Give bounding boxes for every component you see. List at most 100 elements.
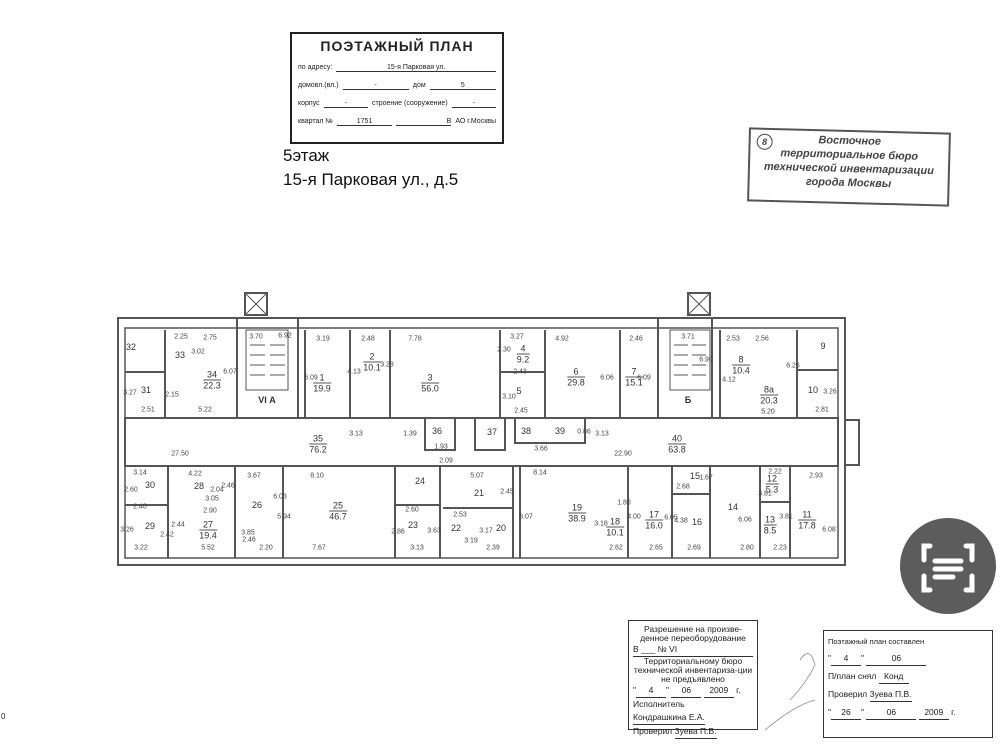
- dimension-label: 1.39: [403, 430, 417, 438]
- compiled-date2: "26" 06 2009 г.: [828, 706, 988, 720]
- room-label: 28: [193, 481, 205, 491]
- permit-box: Разрешение на произве-денное переоборудо…: [628, 620, 758, 739]
- dimension-label: 7.78: [408, 335, 422, 343]
- dimension-label: 3.70: [249, 333, 263, 341]
- dimension-label: 2.48: [361, 335, 375, 343]
- dimension-label: 1.93: [434, 443, 448, 451]
- room-label: 37: [486, 427, 498, 437]
- dimension-label: 3.17: [479, 527, 493, 535]
- dimension-label: 3.26: [120, 526, 134, 534]
- dimension-label: 2.65: [649, 544, 663, 552]
- title-box: ПОЭТАЖНЫЙ ПЛАН по адресу:15-я Парковая у…: [290, 32, 504, 144]
- domovl-value: -: [342, 82, 409, 90]
- scan-document-button[interactable]: [900, 518, 996, 614]
- dimension-label: 2.45: [514, 407, 528, 415]
- dimension-label: 2.22: [768, 468, 782, 476]
- dimension-label: 1.67: [699, 474, 713, 482]
- korpus-value: -: [323, 100, 368, 108]
- room-label: 21: [473, 488, 485, 498]
- room-label: 39: [554, 426, 566, 436]
- dimension-label: 2.53: [726, 335, 740, 343]
- compiled-box: Поэтажный план составлен "4" 06 П/план с…: [823, 630, 993, 738]
- dimension-label: 2.86: [391, 528, 405, 536]
- room-label: 24: [414, 476, 426, 486]
- dimension-label: 3.71: [681, 333, 695, 341]
- dimension-label: 3.27: [123, 389, 137, 397]
- permit-checked: Проверил Зуева П.В.: [633, 725, 753, 739]
- compiled-heading: Поэтажный план составлен: [828, 637, 925, 646]
- title-heading: ПОЭТАЖНЫЙ ПЛАН: [320, 38, 474, 54]
- dimension-label: 6.26: [786, 362, 800, 370]
- permit-line-b: В ___ № VI: [633, 643, 753, 657]
- dimension-label: 2.62: [609, 544, 623, 552]
- room-label: 29: [144, 521, 156, 531]
- dimension-label: 3.18: [594, 520, 608, 528]
- dimension-label: 2.51: [141, 406, 155, 414]
- dimension-label: 3.14: [133, 469, 147, 477]
- room-label: 38: [520, 426, 532, 436]
- dimension-label: 27.50: [171, 450, 189, 458]
- stroenie-label: строение (сооружение): [371, 100, 448, 107]
- room-label: 16: [691, 517, 703, 527]
- floor-address: 15-я Парковая ул., д.5: [283, 170, 459, 189]
- dimension-label: 22.90: [614, 450, 632, 458]
- room-label: 30: [144, 480, 156, 490]
- dimension-label: 3.63: [427, 527, 441, 535]
- room-label: 23: [407, 520, 419, 530]
- stairwell-label: VI А: [258, 395, 276, 405]
- dimension-label: 6.07: [519, 513, 533, 521]
- dimension-label: 3.81: [779, 513, 793, 521]
- domovl-label: домовл.(вл.): [298, 82, 339, 89]
- permit-heading: Разрешение на произве-денное переоборудо…: [640, 624, 746, 643]
- stairwell-label: Б: [684, 395, 692, 405]
- dimension-label: 2.93: [809, 472, 823, 480]
- korpus-label: корпус: [298, 100, 320, 107]
- dimension-label: 2.46: [629, 335, 643, 343]
- dimension-label: 3.10: [502, 393, 516, 401]
- dimension-label: 2.68: [676, 483, 690, 491]
- dimension-label: 7.67: [312, 544, 326, 552]
- dimension-label: 2.25: [174, 333, 188, 341]
- dimension-label: 6.05: [664, 514, 678, 522]
- dimension-label: 2.30: [497, 346, 511, 354]
- dimension-label: 6.07: [223, 368, 237, 376]
- compiled-checked: Проверил Зуева П.В.: [828, 688, 988, 702]
- dimension-label: 2.23: [773, 544, 787, 552]
- room-label: 5: [516, 386, 522, 396]
- room-label: 33: [174, 350, 186, 360]
- dimension-label: 4.92: [555, 335, 569, 343]
- room-label: 22: [450, 523, 462, 533]
- dimension-label: 2.81: [815, 406, 829, 414]
- dimension-label: 3.13: [349, 430, 363, 438]
- dimension-label: 2.09: [439, 457, 453, 465]
- dimension-label: 3.66: [534, 445, 548, 453]
- kvartal-label: квартал №: [298, 118, 333, 125]
- dimension-label: 5.22: [198, 406, 212, 414]
- dimension-label: 1.80: [617, 499, 631, 507]
- dimension-label: 2.69: [687, 544, 701, 552]
- dimension-label: 2.80: [740, 544, 754, 552]
- address-label: по адресу:: [298, 64, 333, 71]
- okrug-label: АО г.Москвы: [455, 118, 497, 125]
- compiled-date: "4" 06: [828, 652, 988, 666]
- dimension-label: 5.20: [761, 408, 775, 416]
- dimension-label: 2.40: [133, 503, 147, 511]
- dimension-label: 4.00: [627, 513, 641, 521]
- signature: [764, 653, 816, 731]
- dimension-label: 3.28: [380, 361, 394, 369]
- dimension-label: 2.43: [513, 368, 527, 376]
- permit-executor: Исполнитель Кондрашкина Е.А.: [633, 698, 753, 725]
- dimension-label: 2.04: [210, 486, 224, 494]
- scan-text-icon: [921, 543, 975, 593]
- dimension-label: 2.46: [221, 482, 235, 490]
- dimension-label: 2.46: [242, 536, 256, 544]
- dimension-label: 3.27: [510, 333, 524, 341]
